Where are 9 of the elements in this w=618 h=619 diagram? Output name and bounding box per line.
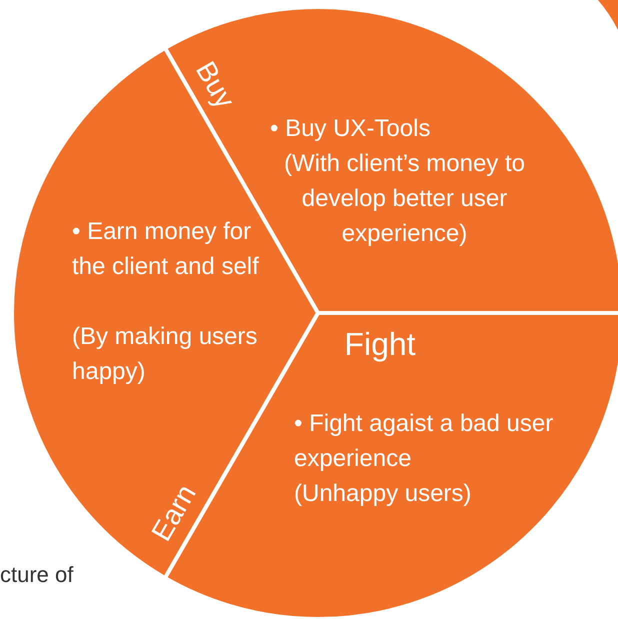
sector-text: (Unhappy users) (294, 479, 472, 509)
sector-text: • Buy UX-Tools (270, 114, 432, 144)
sector-text: • Fight agaist a bad user experience (294, 409, 554, 474)
sector-heading: Buy (190, 57, 240, 113)
sector-text: (By making users happy) (72, 322, 258, 387)
sector-text: (With client’s money to develop better user experience) (283, 149, 526, 249)
sector-heading: Fight (344, 328, 416, 360)
sector-text: • Earn money for the client and self (72, 217, 260, 282)
caption-fragment: cture of (0, 561, 74, 589)
